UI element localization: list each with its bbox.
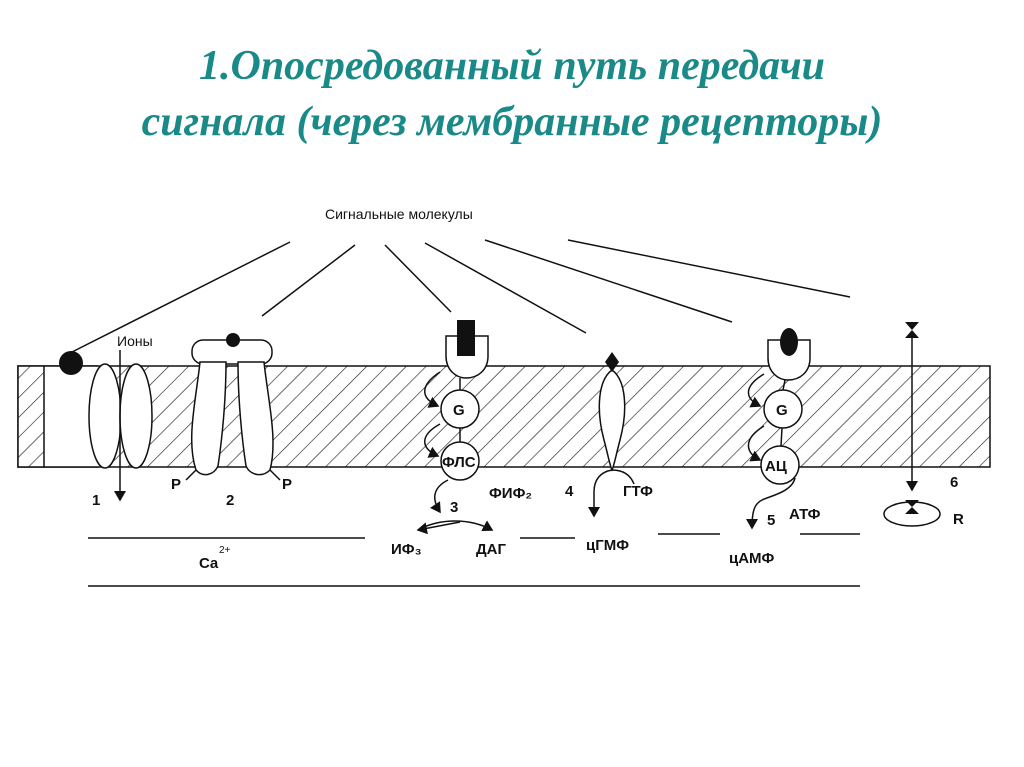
p-right-label: P [282, 476, 292, 493]
ligand-dot-icon [226, 333, 240, 347]
fif2-label: ФИФ₂ [489, 485, 532, 502]
p-left-label: P [171, 476, 181, 493]
g-label-2: G [776, 402, 788, 419]
ligand-block-icon [457, 320, 475, 356]
ligand-oval-icon [780, 328, 798, 356]
label-6: 6 [950, 474, 958, 491]
label-4: 4 [565, 483, 574, 500]
r-label: R [953, 511, 964, 528]
g-label-1: G [453, 402, 465, 419]
if3-label: ИФ₃ [391, 541, 422, 558]
flc-label: ФЛС [442, 454, 476, 471]
signal-molecule-ball-icon [59, 351, 83, 375]
label-5: 5 [767, 512, 775, 529]
label-2: 2 [226, 492, 234, 509]
ac-label: АЦ [765, 458, 787, 475]
hourglass-icon [905, 322, 919, 338]
label-1: 1 [92, 492, 100, 509]
ions-label: Ионы [117, 333, 153, 349]
ca-label: Ca [199, 555, 219, 572]
camf-label: цАМФ [729, 550, 775, 567]
atf-label: АТФ [789, 506, 821, 523]
dag-label: ДАГ [476, 541, 507, 558]
cgmf-label: цГМФ [586, 537, 629, 554]
ca-charge-label: 2+ [219, 545, 231, 556]
signal-molecules-label: Сигнальные молекулы [325, 206, 473, 222]
label-3: 3 [450, 499, 458, 516]
cell-membrane [18, 366, 990, 467]
ion-channel [18, 350, 152, 500]
gtf-label: ГТФ [623, 483, 653, 500]
